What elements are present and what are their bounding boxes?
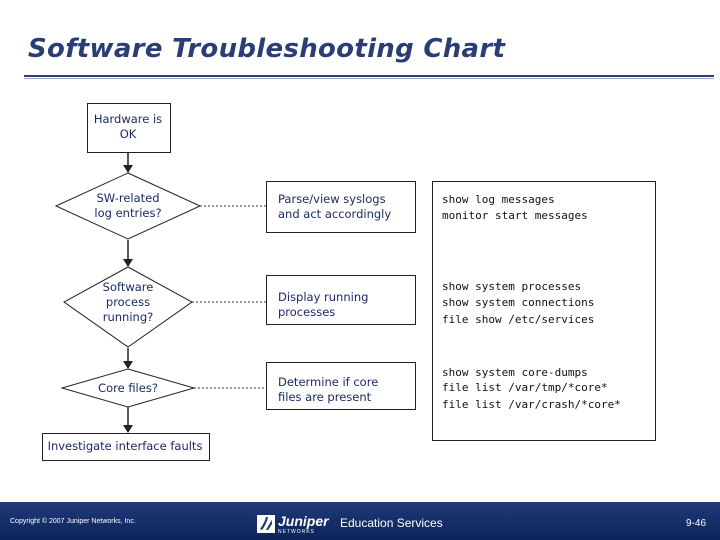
juniper-logo: Juniper NETWORKS [257, 513, 329, 535]
arrowhead-2 [123, 259, 133, 267]
start-box [87, 103, 171, 153]
brand-subtitle: NETWORKS [278, 529, 315, 535]
start-label: Hardware is OK [93, 112, 163, 141]
brand-name: Juniper [278, 513, 329, 529]
command-line: monitor start messages [442, 209, 588, 222]
action-box-3 [266, 362, 416, 410]
decision-diamond-2 [63, 266, 193, 348]
juniper-logo-icon [257, 515, 275, 533]
command-line: show system core-dumps [442, 366, 588, 379]
arrowhead-4 [123, 425, 133, 433]
command-line: file show /etc/services [442, 313, 595, 326]
action-label-2: Display running processes [278, 290, 369, 319]
action-box-2 [266, 275, 416, 325]
footer-bar [0, 502, 720, 540]
decision-diamond-3 [60, 368, 196, 408]
arrowhead-1 [123, 165, 133, 173]
division-text: Education Services [340, 516, 443, 530]
copyright-text: Copyright © 2007 Juniper Networks, Inc. [10, 518, 136, 525]
end-label: Investigate interface faults [47, 439, 203, 453]
command-line: show log messages [442, 193, 555, 206]
title-underline [24, 75, 714, 77]
command-line: show system processes [442, 280, 582, 293]
decision-label-1: SW-related log entries? [94, 191, 162, 220]
command-line: file list /var/tmp/*core* [442, 381, 608, 394]
title-underline-secondary [24, 78, 714, 79]
page-title: Software Troubleshooting Chart [28, 34, 506, 64]
end-box [42, 433, 210, 461]
action-label-1: Parse/view syslogs and act accordingly [278, 192, 392, 221]
decision-label-2: Software process running? [102, 280, 154, 324]
arrowhead-3 [123, 361, 133, 369]
command-line: show system connections [442, 296, 595, 309]
command-box [432, 181, 656, 441]
action-box-1 [266, 181, 416, 233]
page-number: 9-46 [686, 518, 707, 529]
command-line: file list /var/crash/*core* [442, 398, 621, 411]
decision-diamond-1 [54, 172, 202, 240]
decision-label-3: Core files? [98, 381, 158, 395]
action-label-3: Determine if core files are present [278, 375, 379, 404]
